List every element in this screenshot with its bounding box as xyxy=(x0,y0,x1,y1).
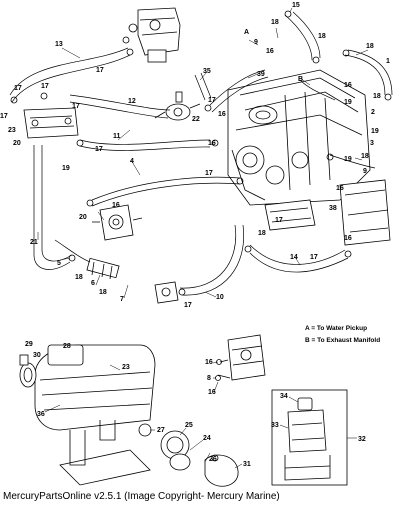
callout-13: 13 xyxy=(55,41,63,48)
callout-32: 32 xyxy=(358,436,366,443)
callout-21: 21 xyxy=(30,239,38,246)
callout-18: 18 xyxy=(366,43,374,50)
callout-1: 1 xyxy=(386,58,390,65)
callout-5: 5 xyxy=(57,260,61,267)
callout-14: 14 xyxy=(290,254,298,261)
callout-33: 33 xyxy=(271,422,279,429)
callout-17: 17 xyxy=(95,146,103,153)
callout-30: 30 xyxy=(33,352,41,359)
callout-12: 12 xyxy=(128,98,136,105)
callout-22: 22 xyxy=(192,116,200,123)
legend: A = To Water Pickup B = To Exhaust Manif… xyxy=(305,325,380,344)
callout-23: 23 xyxy=(122,364,130,371)
thermostat-housing-small xyxy=(215,334,266,381)
callout-16: 16 xyxy=(344,235,352,242)
callout-16: 16 xyxy=(336,185,344,192)
copyright-footer: MercuryPartsOnline v2.5.1 (Image Copyrig… xyxy=(3,491,280,502)
callout-17: 17 xyxy=(275,217,283,224)
callout-29: 29 xyxy=(25,341,33,348)
callout-26: 26 xyxy=(209,456,217,463)
exhaust-manifold-right xyxy=(264,179,391,246)
callout-39: 39 xyxy=(257,71,265,78)
coolant-recovery-reservoir xyxy=(271,389,348,486)
callout-16: 16 xyxy=(218,111,226,118)
callout-16: 16 xyxy=(112,202,120,209)
callout-18: 18 xyxy=(75,274,83,281)
callout-16: 16 xyxy=(344,82,352,89)
exhaust-manifold-left xyxy=(23,107,79,139)
callout-19: 19 xyxy=(62,165,70,172)
callout-16: 16 xyxy=(208,140,216,147)
coolant-hoses xyxy=(9,11,393,296)
callout-18: 18 xyxy=(99,289,107,296)
thermostat-housing-assembly xyxy=(122,7,181,63)
callout-20: 20 xyxy=(13,140,21,147)
legend-exhaust-manifold: B = To Exhaust Manifold xyxy=(305,337,380,344)
callout-15: 15 xyxy=(292,2,300,9)
callout-19: 19 xyxy=(371,128,379,135)
callout-10: 10 xyxy=(216,294,224,301)
hose-clamps xyxy=(10,10,392,296)
callout-17: 17 xyxy=(310,254,318,261)
engine-block xyxy=(227,69,371,206)
callout-19: 19 xyxy=(344,99,352,106)
callout-8: 8 xyxy=(207,375,211,382)
callout-18: 18 xyxy=(271,19,279,26)
thermostat-fitting xyxy=(154,91,201,121)
legend-water-pickup: A = To Water Pickup xyxy=(305,325,367,332)
callout-31: 31 xyxy=(243,461,251,468)
callout-9: 9 xyxy=(363,168,367,175)
callout-16: 16 xyxy=(266,48,274,55)
heat-exchanger-assembly xyxy=(19,344,239,487)
callout-18: 18 xyxy=(318,33,326,40)
callout-17: 17 xyxy=(14,85,22,92)
callout-17: 17 xyxy=(41,83,49,90)
sea-water-pump xyxy=(92,204,143,241)
callout-7: 7 xyxy=(120,296,124,303)
water-tube-fittings xyxy=(86,257,179,304)
callout-18: 18 xyxy=(373,93,381,100)
callout-28: 28 xyxy=(63,343,71,350)
callout-35: 35 xyxy=(203,68,211,75)
callout-24: 24 xyxy=(203,435,211,442)
callout-A: A xyxy=(244,29,249,36)
callout-23: 23 xyxy=(8,127,16,134)
callout-16: 16 xyxy=(205,359,213,366)
callout-34: 34 xyxy=(280,393,288,400)
callout-6: 6 xyxy=(91,280,95,287)
callout-16: 16 xyxy=(208,389,216,396)
callout-18: 18 xyxy=(258,230,266,237)
callout-4: 4 xyxy=(130,158,134,165)
leader-lines xyxy=(37,7,369,469)
callout-17: 17 xyxy=(0,113,8,120)
callout-27: 27 xyxy=(157,427,165,434)
callout-labels: 15 A 18 9 16 18 18 1 13 35 39 17 17 B 16… xyxy=(0,2,390,468)
callout-9: 9 xyxy=(254,39,258,46)
callout-3: 3 xyxy=(370,140,374,147)
callout-17: 17 xyxy=(72,103,80,110)
callout-36: 36 xyxy=(37,411,45,418)
callout-20: 20 xyxy=(79,214,87,221)
callout-17: 17 xyxy=(184,302,192,309)
callout-17: 17 xyxy=(96,67,104,74)
callout-B: B xyxy=(298,76,303,83)
callout-11: 11 xyxy=(113,133,121,140)
callout-38: 38 xyxy=(329,205,337,212)
callout-2: 2 xyxy=(371,109,375,116)
callout-19: 19 xyxy=(344,156,352,163)
callout-25: 25 xyxy=(185,422,193,429)
callout-18: 18 xyxy=(361,153,369,160)
callout-17: 17 xyxy=(208,97,216,104)
callout-17: 17 xyxy=(205,170,213,177)
